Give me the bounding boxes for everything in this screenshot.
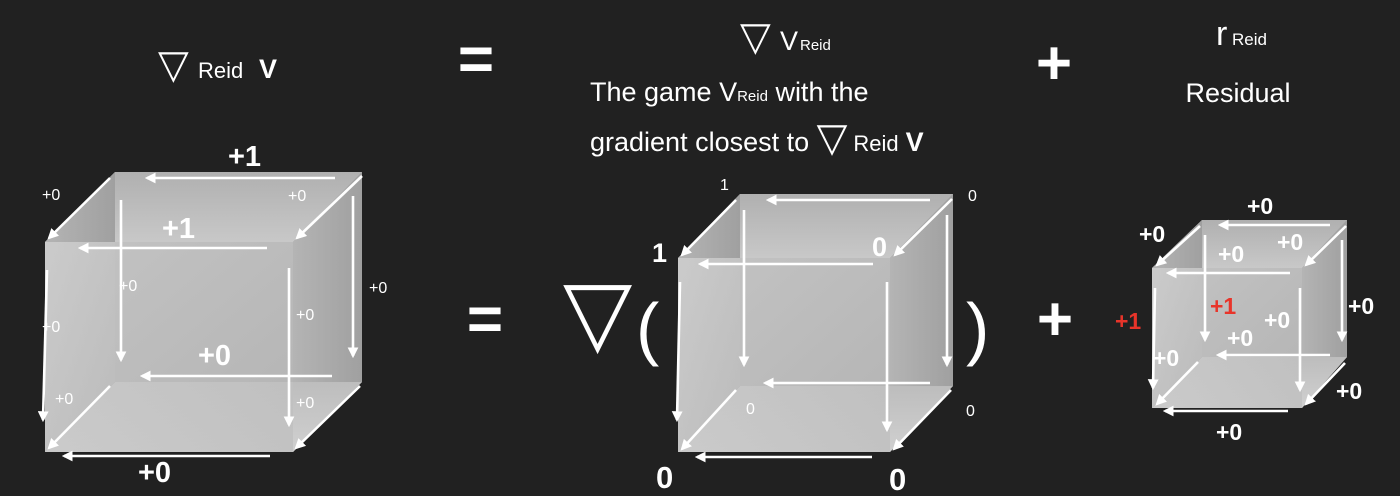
variable-v: V xyxy=(780,26,798,56)
vertex-label: 0 xyxy=(656,460,673,495)
description-line-1: The game VReid with the xyxy=(590,77,869,107)
edge-arrow xyxy=(893,198,953,257)
vertex-label: 0 xyxy=(889,462,906,496)
edge-label-highlight: +1 xyxy=(1115,308,1141,334)
cube-top-face xyxy=(45,172,362,242)
equals-sign-top: = xyxy=(458,25,494,94)
edge-arrow xyxy=(1304,362,1346,406)
edge-arrow xyxy=(1155,225,1201,267)
cube-middle: 1 0 1 0 0 0 0 0 xyxy=(652,177,977,496)
edge-label: +0 xyxy=(1216,419,1242,445)
edge-arrow xyxy=(1155,361,1199,406)
edge-label: +0 xyxy=(198,340,231,372)
edge-label: +0 xyxy=(1227,325,1253,351)
subscript-reid: Reid xyxy=(800,37,831,54)
open-parenthesis: ( xyxy=(636,289,659,367)
edge-label: +0 xyxy=(1277,229,1303,255)
cube-front-face xyxy=(45,242,293,452)
right-title: r Reid Residual xyxy=(1185,15,1290,108)
variable-r: r xyxy=(1216,15,1227,53)
nabla-symbol: ▽ xyxy=(158,43,189,87)
edge-arrow xyxy=(294,385,361,450)
edge-label: +0 xyxy=(296,307,314,324)
edge-label: +0 xyxy=(1139,221,1165,247)
cube-top-face xyxy=(678,194,953,258)
edge-label: +1 xyxy=(162,213,195,245)
plus-sign: + xyxy=(1037,285,1073,354)
close-parenthesis: ) xyxy=(966,289,989,367)
edge-label: +0 xyxy=(1153,345,1179,371)
subscript-reid: Reid xyxy=(1232,30,1267,49)
edge-label: +0 xyxy=(138,457,171,489)
vertex-label: 1 xyxy=(720,177,729,194)
edge-label: +0 xyxy=(1264,307,1290,333)
vertex-label: 0 xyxy=(746,401,755,418)
edge-label: +0 xyxy=(1336,378,1362,404)
edge-label: +0 xyxy=(55,391,73,408)
vertex-label: 0 xyxy=(966,403,975,420)
edge-label: +0 xyxy=(296,395,314,412)
edge-arrow xyxy=(1304,225,1347,267)
residual-label: Residual xyxy=(1185,78,1290,108)
nabla-operator: ▽ xyxy=(563,263,632,363)
equals-sign: = xyxy=(467,285,503,354)
cube-right: +0 +0 +0 +0 +1 +1 +0 +0 +0 +0 +0 +0 xyxy=(1115,193,1374,445)
edge-arrow xyxy=(47,177,111,240)
edge-label: +0 xyxy=(42,319,60,336)
vertex-label: 0 xyxy=(872,232,887,262)
edge-arrow xyxy=(680,389,737,451)
cube-left: +1 +1 +0 +0 +0 +0 +0 +0 +0 +0 +0 +0 xyxy=(37,141,387,489)
edge-label: +0 xyxy=(288,188,306,205)
edge-arrow xyxy=(892,389,952,451)
edge-label: +0 xyxy=(42,187,60,204)
cube-front-face xyxy=(678,258,890,452)
edge-arrow xyxy=(1147,287,1159,391)
edge-label: +1 xyxy=(228,141,261,173)
middle-description: The game VReid with the gradient closest… xyxy=(590,77,924,160)
variable-v: V xyxy=(259,54,277,84)
cube-front-face xyxy=(1152,268,1302,408)
nabla-symbol: ▽ xyxy=(740,15,771,59)
edge-arrow xyxy=(37,269,49,423)
edge-label: +0 xyxy=(119,278,137,295)
vertex-label: 1 xyxy=(652,238,667,268)
subscript-reid: Reid xyxy=(198,58,243,83)
edge-label: +0 xyxy=(1247,193,1273,219)
edge-label: +0 xyxy=(1218,241,1244,267)
edge-arrow xyxy=(680,199,737,257)
vertex-label: 0 xyxy=(968,188,977,205)
edge-arrow xyxy=(47,385,111,450)
middle-title: ▽ V Reid xyxy=(740,15,831,59)
lhs-title: ▽ Reid V xyxy=(158,43,277,87)
edge-label: +0 xyxy=(1348,293,1374,319)
edge-label: +0 xyxy=(369,280,387,297)
edge-arrow xyxy=(295,175,363,240)
edge-arrow xyxy=(671,281,683,423)
plus-sign-top: + xyxy=(1036,29,1072,98)
edge-label-highlight: +1 xyxy=(1210,293,1236,319)
